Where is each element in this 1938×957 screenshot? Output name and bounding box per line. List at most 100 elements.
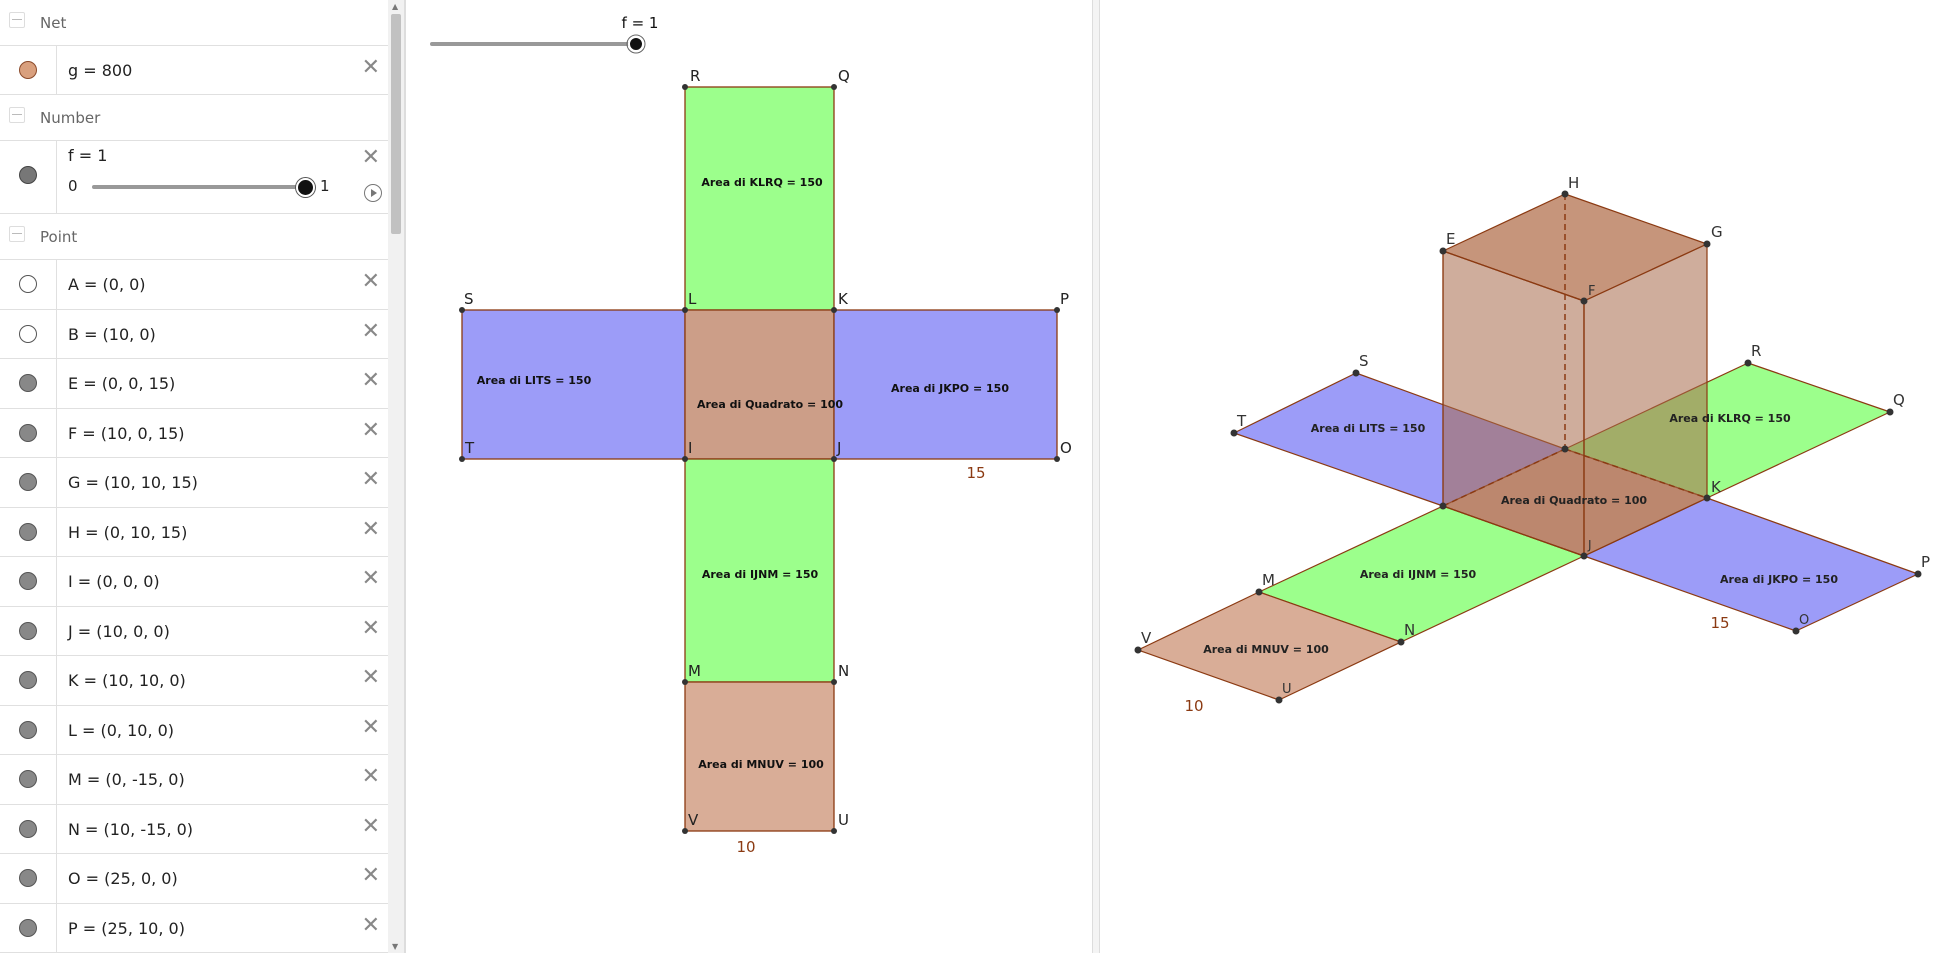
algebra-row-point[interactable]: K = (10, 10, 0)✕ [0, 656, 388, 706]
point-i-3d[interactable] [1439, 502, 1447, 510]
algebra-row-point[interactable]: O = (25, 0, 0) ✕ [0, 854, 388, 904]
visibility-toggle-icon[interactable] [19, 720, 37, 739]
point-g-3d[interactable] [1703, 240, 1711, 248]
visibility-toggle-icon[interactable] [19, 324, 37, 343]
algebra-row-point[interactable]: F = (10, 0, 15) ✕ [0, 408, 388, 458]
delete-icon[interactable]: ✕ [361, 145, 380, 170]
point-e-3d[interactable] [1439, 247, 1447, 255]
point-expression[interactable]: G = (10, 10, 15) [68, 473, 198, 492]
visibility-toggle-icon[interactable] [19, 423, 37, 442]
algebra-row-point[interactable]: M = (0, -15, 0)✕ [0, 755, 388, 805]
point-expression[interactable]: A = (0, 0) [68, 275, 146, 294]
scroll-down-icon[interactable]: ▼ [392, 942, 399, 951]
point-expression[interactable]: B = (10, 0) [68, 324, 156, 344]
slider-handle[interactable] [296, 178, 315, 197]
point-m[interactable] [682, 679, 688, 685]
section-number[interactable]: Number [0, 95, 388, 141]
face-lits[interactable] [461, 309, 686, 460]
algebra-row-point[interactable]: P = (25, 10, 0)✕ [0, 903, 388, 953]
collapse-icon[interactable] [9, 12, 25, 28]
delete-icon[interactable]: ✕ [361, 912, 380, 938]
play-icon[interactable] [364, 184, 382, 202]
delete-icon[interactable]: ✕ [361, 55, 380, 80]
face-jkpo[interactable] [833, 309, 1058, 460]
point-v-3d[interactable] [1134, 646, 1142, 654]
point-expression[interactable]: L = (0, 10, 0) [68, 720, 175, 740]
point-n-3d[interactable] [1397, 638, 1405, 646]
point-j-3d[interactable] [1580, 552, 1588, 560]
graphics-view-2d[interactable]: f = 1 Area di KLRQ = 150 Area di LITS = … [404, 0, 1094, 953]
graphics-view-3d[interactable]: Area di LITS = 150 Area di KLRQ = 150 Ar… [1100, 0, 1938, 953]
point-h-3d[interactable] [1561, 190, 1569, 198]
delete-icon[interactable]: ✕ [361, 516, 380, 542]
algebra-row-point[interactable]: N = (10, -15, 0) ✕ [0, 804, 388, 854]
graphics-slider-handle[interactable] [628, 36, 644, 52]
visibility-toggle-icon[interactable] [19, 770, 37, 788]
visibility-toggle-icon[interactable] [19, 869, 37, 887]
algebra-row-net[interactable]: g = 800 ✕ [0, 46, 388, 95]
point-r-3d[interactable] [1744, 359, 1752, 367]
visibility-toggle-icon[interactable] [19, 572, 37, 590]
algebra-row-point[interactable]: J = (10, 0, 0)✕ [0, 606, 388, 656]
delete-icon[interactable]: ✕ [361, 269, 380, 294]
face-ijnm[interactable] [684, 458, 835, 683]
visibility-toggle-icon[interactable] [19, 473, 37, 491]
point-k[interactable] [831, 307, 837, 313]
algebra-slider[interactable] [92, 178, 315, 197]
slider-expression[interactable]: f = 1 [68, 146, 108, 165]
point-expression[interactable]: O = (25, 0, 0) [68, 869, 178, 888]
section-net[interactable]: Net [0, 0, 388, 46]
point-p-3d[interactable] [1914, 570, 1922, 578]
visibility-toggle-icon[interactable] [19, 819, 37, 838]
point-u[interactable] [831, 828, 837, 834]
point-p[interactable] [1054, 307, 1060, 313]
scroll-thumb[interactable] [391, 14, 401, 234]
visibility-toggle-icon[interactable] [19, 275, 37, 293]
point-m-3d[interactable] [1255, 588, 1263, 596]
point-l[interactable] [682, 307, 688, 313]
point-s-3d[interactable] [1352, 369, 1360, 377]
algebra-row-point[interactable]: A = (0, 0) ✕ [0, 260, 388, 310]
delete-icon[interactable]: ✕ [361, 813, 380, 839]
net-2d-canvas[interactable]: f = 1 Area di KLRQ = 150 Area di LITS = … [406, 0, 1094, 953]
delete-icon[interactable]: ✕ [361, 417, 380, 443]
point-t[interactable] [459, 456, 465, 462]
algebra-row-point[interactable]: E = (0, 0, 15)✕ [0, 359, 388, 409]
point-expression[interactable]: K = (10, 10, 0) [68, 671, 186, 690]
visibility-toggle-icon[interactable] [19, 671, 37, 689]
visibility-toggle-icon[interactable] [19, 621, 37, 640]
point-u-3d[interactable] [1275, 696, 1283, 704]
point-expression[interactable]: M = (0, -15, 0) [68, 770, 185, 789]
point-f-3d[interactable] [1580, 297, 1588, 305]
point-o[interactable] [1054, 456, 1060, 462]
delete-icon[interactable]: ✕ [361, 714, 380, 740]
section-point[interactable]: Point [0, 214, 388, 260]
algebra-row-point[interactable]: B = (10, 0)✕ [0, 309, 388, 359]
algebra-scrollbar[interactable]: ▲ ▼ [388, 0, 404, 953]
point-n[interactable] [831, 679, 837, 685]
point-v[interactable] [682, 828, 688, 834]
point-expression[interactable]: J = (10, 0, 0) [68, 621, 170, 641]
point-expression[interactable]: N = (10, -15, 0) [68, 819, 194, 839]
point-o-3d[interactable] [1792, 627, 1800, 635]
delete-icon[interactable]: ✕ [361, 566, 380, 591]
net-expression[interactable]: g = 800 [68, 61, 133, 80]
point-r[interactable] [682, 84, 688, 90]
algebra-row-point[interactable]: L = (0, 10, 0) ✕ [0, 705, 388, 755]
algebra-row-point[interactable]: H = (0, 10, 15)✕ [0, 507, 388, 557]
point-k-3d[interactable] [1703, 494, 1711, 502]
point-q[interactable] [831, 84, 837, 90]
point-t-3d[interactable] [1230, 429, 1238, 437]
visibility-toggle-icon[interactable] [19, 166, 37, 184]
point-expression[interactable]: I = (0, 0, 0) [68, 572, 160, 591]
point-expression[interactable]: E = (0, 0, 15) [68, 374, 176, 393]
point-s[interactable] [459, 307, 465, 313]
delete-icon[interactable]: ✕ [361, 863, 380, 888]
collapse-icon[interactable] [9, 107, 25, 123]
collapse-icon[interactable] [9, 226, 25, 242]
point-l-3d[interactable] [1561, 445, 1569, 453]
scroll-up-icon[interactable]: ▲ [392, 2, 399, 11]
point-expression[interactable]: F = (10, 0, 15) [68, 423, 185, 443]
point-q-3d[interactable] [1886, 408, 1894, 416]
algebra-row-point[interactable]: I = (0, 0, 0) ✕ [0, 557, 388, 607]
